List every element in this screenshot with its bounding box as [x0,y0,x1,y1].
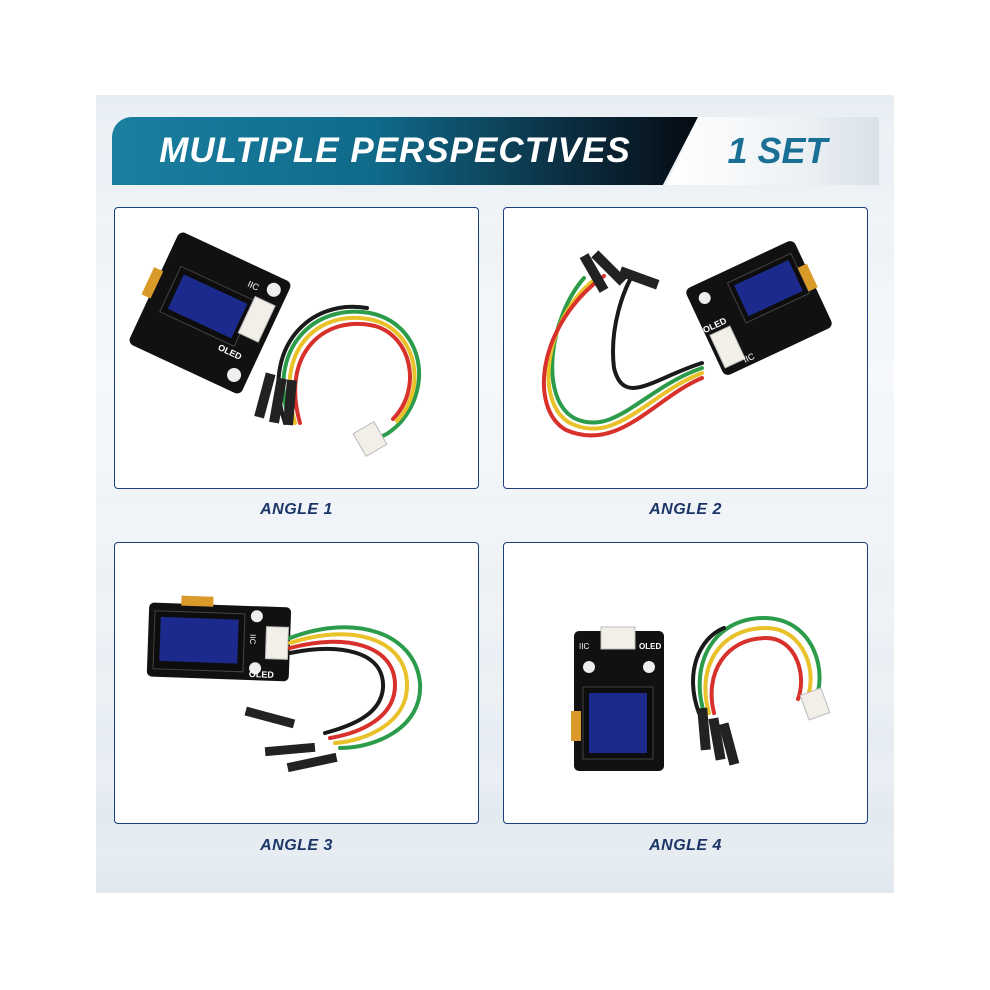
jst-plug [352,421,388,457]
jst-plug [799,687,831,721]
port-label: IIC [246,279,261,293]
connector-socket [709,325,746,369]
angle-4-frame: IIC OLED [503,542,868,824]
dupont-ends [697,707,740,766]
mount-hole [250,610,263,623]
angle-4-product-image: IIC OLED [571,615,831,771]
oled-screen [167,274,248,339]
product-panel: MULTIPLE PERSPECTIVES 1 SET IIC OLED [96,95,894,893]
connector-socket [600,626,636,650]
port-label: IIC [248,634,257,645]
oled-screen [159,616,239,664]
dupont-ends [579,250,660,293]
mount-hole [583,661,595,673]
banner-set-label: 1 SET [727,130,828,171]
wire-bundle [691,615,822,715]
wire-bundle [541,271,704,438]
banner-title-block: MULTIPLE PERSPECTIVES [112,117,698,185]
mount-hole [227,367,242,382]
wire-bundle [288,625,423,750]
banner-set-block: 1 SET [666,117,879,185]
board-label: OLED [639,642,661,651]
angle-3-frame: IIC OLED [114,542,479,824]
angle-2-product-image: IIC OLED [541,241,832,438]
angle-1-product-image: IIC OLED [129,232,422,457]
flex-cable [571,711,581,741]
banner-title: MULTIPLE PERSPECTIVES [159,131,631,170]
angle-3-caption: ANGLE 3 [260,837,333,854]
dupont-ends [244,706,338,773]
board-label: OLED [249,669,275,680]
angle-1-caption: ANGLE 1 [260,501,333,518]
angle-1-frame: IIC OLED [114,207,479,489]
angle-2-frame: IIC OLED [503,207,868,489]
flex-cable [141,267,164,299]
port-label: IIC [742,351,757,365]
mount-hole [266,282,281,297]
angle-3-product-image: IIC OLED [146,595,423,773]
mount-hole [643,661,655,673]
mount-hole [249,662,262,675]
oled-screen [734,260,803,317]
dupont-ends [254,372,297,426]
angle-4-caption: ANGLE 4 [649,837,722,854]
connector-socket [237,295,276,343]
connector-socket [264,626,290,660]
wire-bundle [276,304,422,440]
title-banner: MULTIPLE PERSPECTIVES 1 SET [112,117,879,185]
flex-cable [181,595,214,607]
mount-hole [698,292,711,305]
port-label: IIC [579,642,589,651]
angle-2-caption: ANGLE 2 [649,501,722,518]
flex-cable [797,263,818,292]
oled-screen [589,693,647,753]
